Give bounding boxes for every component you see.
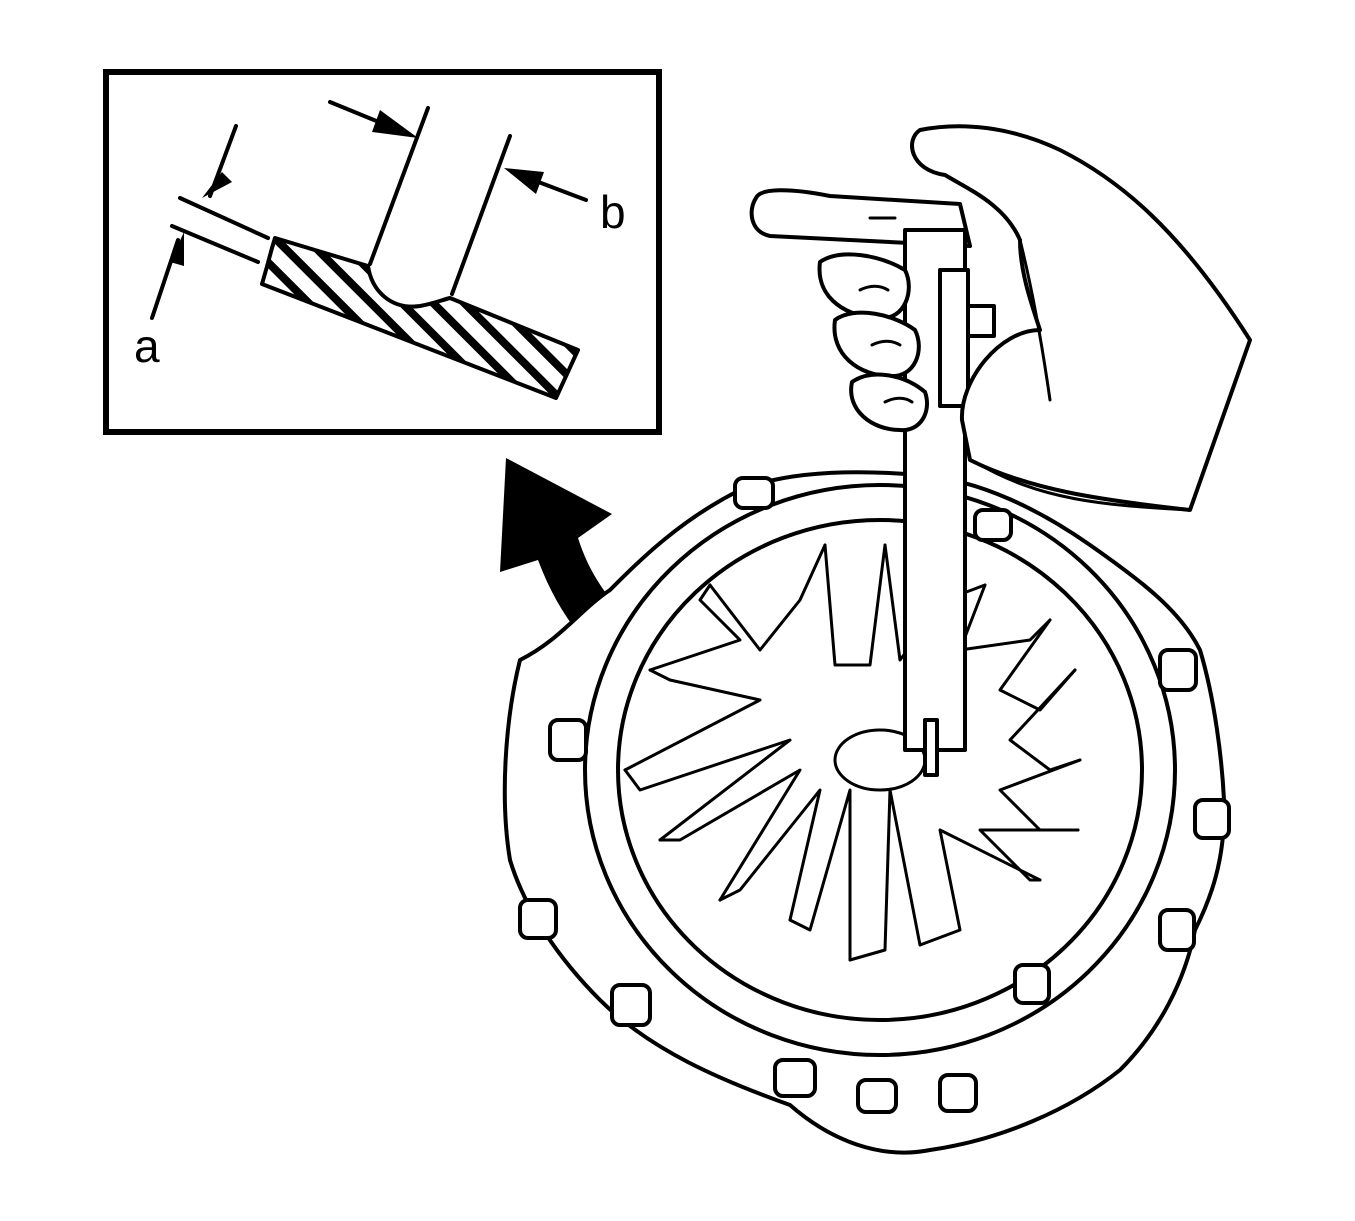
vernier-caliper	[749, 188, 996, 777]
caliper-depth-rod	[923, 718, 939, 777]
operator-hand	[817, 124, 1252, 512]
pressure-plate-ring	[583, 483, 1177, 1057]
detail-inset: a b	[103, 69, 662, 435]
dimension-lines	[150, 100, 588, 320]
label-b: b	[600, 186, 626, 238]
caliper-thumb-wheel	[966, 304, 996, 338]
label-a: a	[134, 320, 160, 372]
hand-back	[910, 124, 1252, 512]
clutch-cover-housing	[502, 470, 1227, 1155]
clutch-cover	[502, 470, 1231, 1155]
fingers	[817, 252, 929, 433]
diaphragm-spring-fingers	[623, 543, 1082, 962]
diaphragm-spring-section	[170, 196, 580, 400]
pressure-plate-inner-ring	[616, 518, 1144, 1022]
mounting-bosses	[518, 476, 1231, 1114]
caliper-slider	[938, 268, 970, 408]
